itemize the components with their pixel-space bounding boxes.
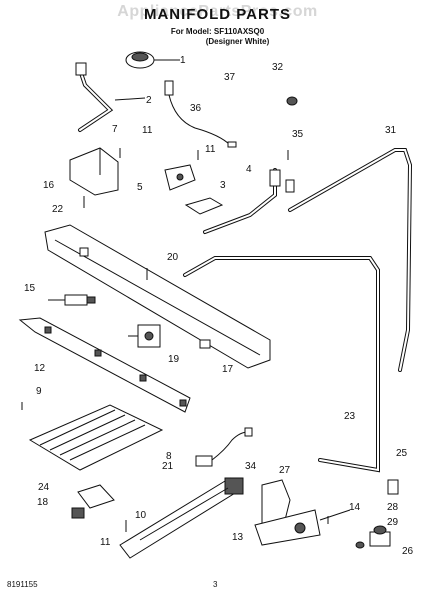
callout: 11 <box>205 144 216 155</box>
part-wire-lead <box>164 80 237 148</box>
part-gas-line-short <box>183 256 380 473</box>
part-manifold-bar <box>44 224 271 369</box>
part-manifold-tube-left <box>75 62 146 132</box>
part-clip <box>71 484 115 519</box>
model-line: For Model: SF110AXSQ0 <box>170 27 265 36</box>
part-fitting <box>355 479 399 549</box>
part-wire-harness <box>195 427 253 467</box>
callout: 11 <box>142 125 153 136</box>
callout: 24 <box>38 482 50 493</box>
part-tray-plate <box>28 404 164 471</box>
callout: 37 <box>224 72 236 83</box>
part-burner-cap <box>125 51 180 69</box>
diagram-title: MANIFOLD PARTS <box>143 6 292 23</box>
callout: 13 <box>232 532 244 543</box>
callout: 9 <box>36 386 42 397</box>
callout: 20 <box>167 252 179 263</box>
callout: 26 <box>402 546 414 557</box>
callout: 35 <box>292 129 304 140</box>
callout: 8 <box>166 451 172 462</box>
callout: 2 <box>146 95 152 106</box>
callout: 10 <box>135 510 147 521</box>
callout: 7 <box>112 124 118 135</box>
callout: 15 <box>24 283 36 294</box>
part-burner-tube <box>18 317 191 413</box>
part-elbow <box>254 479 351 546</box>
callout: 16 <box>43 180 55 191</box>
callout: 36 <box>190 103 202 114</box>
callout: 21 <box>162 461 174 472</box>
screws <box>21 148 329 532</box>
callout-labels: 1 2 3 4 5 7 8 9 10 11 11 11 12 13 14 15 … <box>24 55 414 557</box>
callout: 34 <box>245 461 257 472</box>
callout: 11 <box>100 537 111 548</box>
part-bracket <box>184 197 224 215</box>
callout: 32 <box>272 62 284 73</box>
part-valve-block <box>164 164 196 191</box>
callout: 18 <box>37 497 49 508</box>
part-grommet <box>286 96 298 106</box>
callout: 22 <box>52 204 64 215</box>
callout: 12 <box>34 363 46 374</box>
part-heat-shield <box>69 147 119 196</box>
callout: 3 <box>220 180 226 191</box>
callout: 4 <box>246 164 252 175</box>
watermark: AppliancePartsPros.com <box>117 3 318 20</box>
callout: 25 <box>396 448 408 459</box>
part-regulator <box>128 324 161 348</box>
callout: 27 <box>279 465 291 476</box>
callout: 29 <box>387 517 399 528</box>
callout: 14 <box>349 502 361 513</box>
part-burner-tube-lower <box>119 477 244 559</box>
callout: 19 <box>168 354 180 365</box>
callout: 1 <box>180 55 186 66</box>
part-gas-line-long <box>288 148 413 372</box>
part-valve-knob-left <box>48 294 96 306</box>
callout: 28 <box>387 502 399 513</box>
callout: 17 <box>222 364 234 375</box>
color-line: (Designer White) <box>205 37 270 46</box>
doc-number: 8191155 <box>7 580 38 589</box>
callout: 5 <box>137 182 143 193</box>
callout: 23 <box>344 411 356 422</box>
page-number: 3 <box>213 580 218 589</box>
part-manifold-tube-right <box>203 168 295 234</box>
callout: 31 <box>385 125 397 136</box>
